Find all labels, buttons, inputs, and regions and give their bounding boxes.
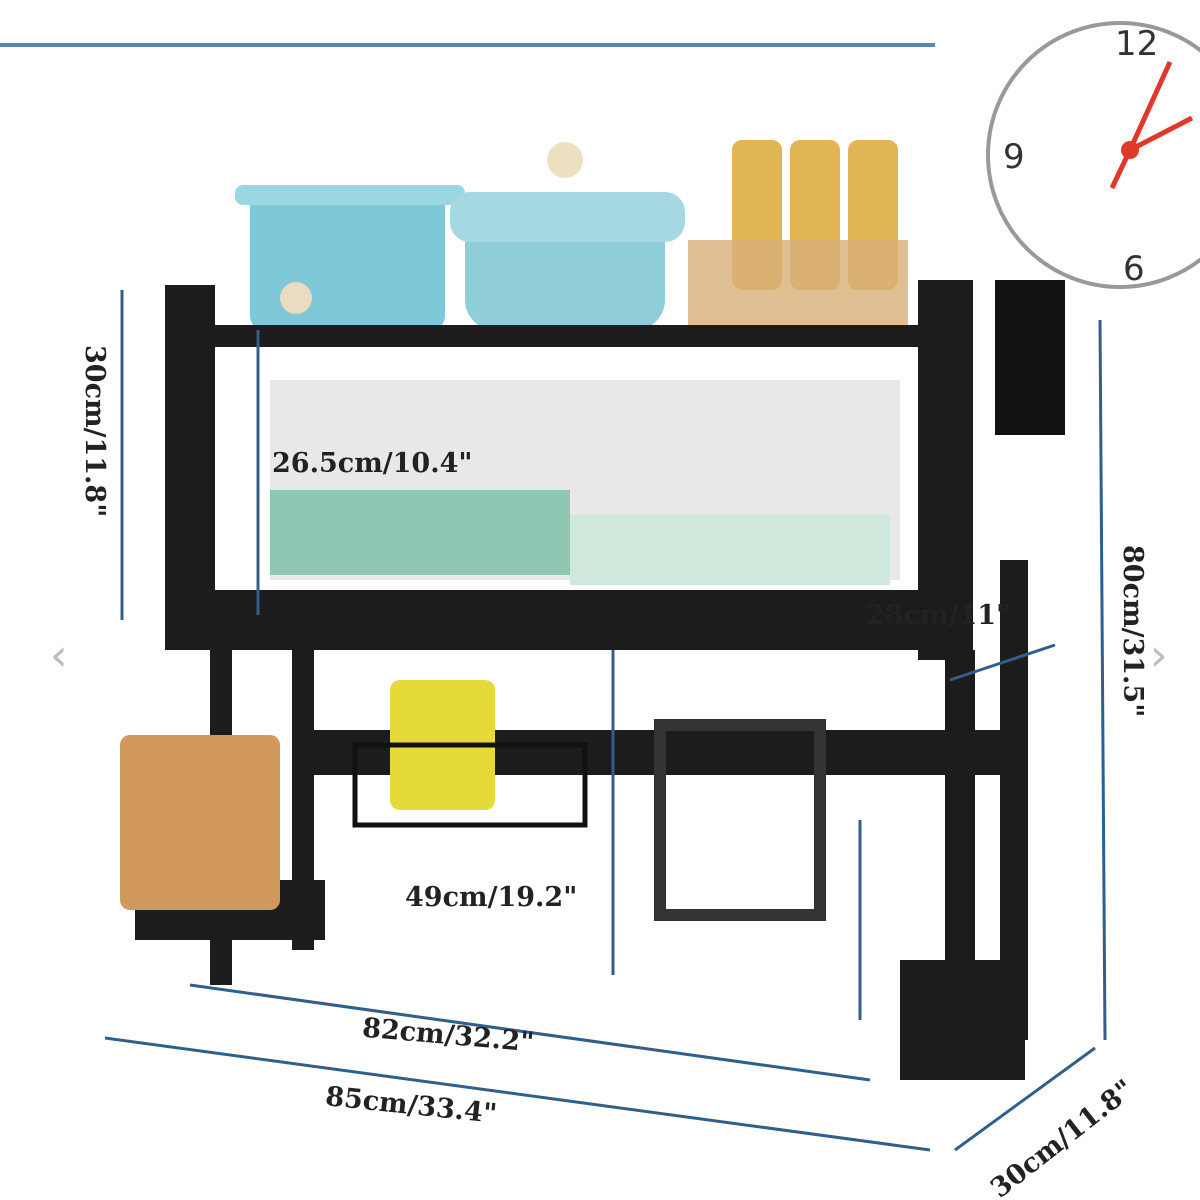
dim-total-height: 80cm/31.5": [1117, 545, 1148, 718]
clock-num-9: 9: [1003, 137, 1025, 177]
dimension-lines: [104, 290, 1107, 1152]
clock-num-12: 12: [1115, 24, 1158, 64]
dim-clearance-height: 49cm/19.2": [405, 882, 578, 913]
next-image-button[interactable]: ›: [1150, 630, 1168, 681]
cutting-board: [120, 735, 280, 910]
knife-holder: [654, 719, 826, 921]
dim-plate-height: 26.5cm/10.4": [272, 448, 473, 479]
dim-depth-top: 28cm/11": [866, 600, 1011, 631]
clock-icon: 12 9 6: [986, 21, 1200, 289]
clock-num-6: 6: [1123, 249, 1145, 289]
basket: [352, 742, 588, 828]
cookware: [235, 140, 908, 330]
dim-upper-height: 30cm/11.8": [79, 345, 110, 518]
prev-image-button[interactable]: ‹: [50, 630, 68, 681]
plates: [270, 490, 890, 585]
